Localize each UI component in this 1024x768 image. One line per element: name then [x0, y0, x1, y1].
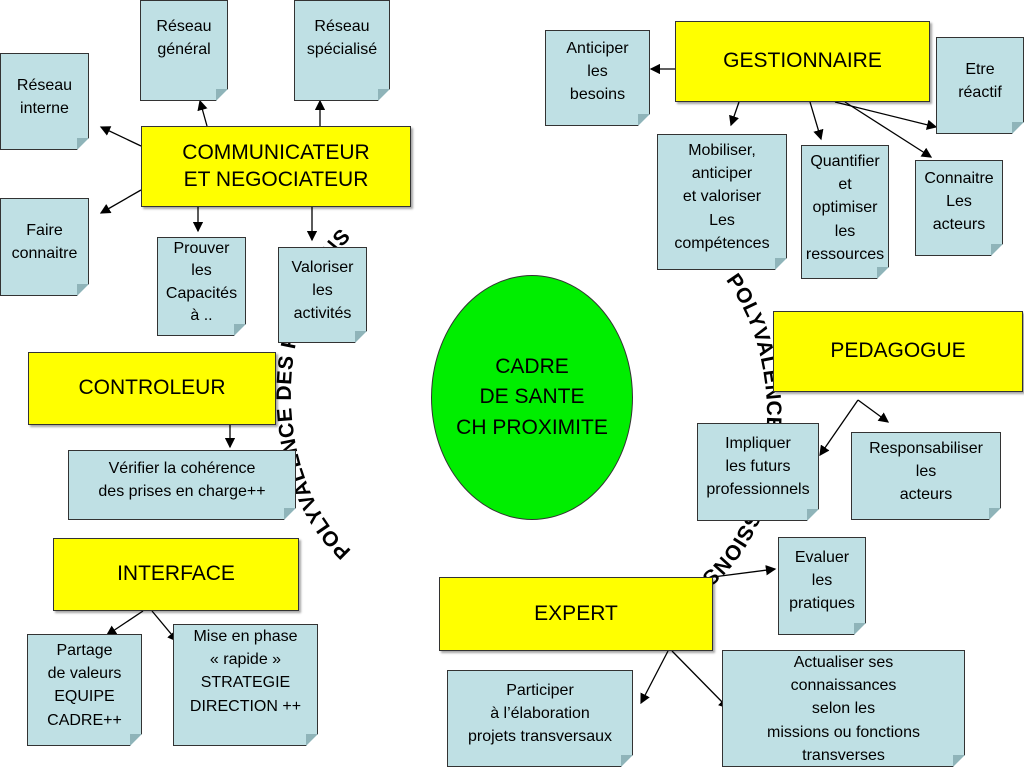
- arrow-expert-evaluer: [712, 565, 777, 578]
- arrow-expert-actualiser: [671, 650, 729, 709]
- note-reseau-specialise: Réseau spécialisé: [294, 0, 390, 101]
- note-quantifier-ressources: Quantifier et optimiser les ressources: [801, 145, 889, 279]
- note-participer-projets: Participer à l’élaboration projets trans…: [447, 670, 633, 767]
- arrow-interface-partage: [105, 610, 144, 636]
- arrow-pedagogue-impliquer: [819, 399, 859, 457]
- role-interface: INTERFACE: [53, 538, 299, 611]
- arrow-interface-mise-en-phase: [151, 610, 178, 642]
- arrow-expert-participer: [640, 650, 669, 705]
- note-prouver-capacites: Prouver les Capacités à ..: [157, 237, 246, 336]
- role-gestionnaire: GESTIONNAIRE: [675, 21, 930, 102]
- note-etre-reactif: Etre réactif: [936, 37, 1024, 134]
- arrow-gestionnaire-mobiliser: [729, 101, 740, 127]
- role-controleur: CONTROLEUR: [28, 352, 276, 425]
- note-connaitre-acteurs: Connaitre Les acteurs: [915, 160, 1003, 256]
- note-impliquer-professionnels: Impliquer les futurs professionnels: [697, 423, 819, 521]
- center-node-cadre-de-sante: CADRE DE SANTE CH PROXIMITE: [431, 275, 633, 520]
- arrow-communicateur-reseau-interne: [99, 126, 142, 147]
- note-reseau-general: Réseau général: [140, 0, 228, 101]
- arrow-gestionnaire-quantifier: [809, 101, 824, 141]
- note-anticiper-besoins: Anticiper les besoins: [545, 30, 650, 126]
- note-partage-valeurs: Partage de valeurs EQUIPE CADRE++: [27, 634, 142, 746]
- note-mise-en-phase: Mise en phase « rapide » STRATEGIE DIREC…: [173, 624, 318, 746]
- arrow-gestionnaire-connaitre: [844, 101, 933, 158]
- note-reseau-interne: Réseau interne: [0, 53, 89, 150]
- note-verifier-coherence: Vérifier la cohérence des prises en char…: [68, 450, 296, 520]
- note-actualiser-connaissances: Actualiser ses connaissances selon les m…: [722, 650, 965, 767]
- note-evaluer-pratiques: Evaluer les pratiques: [778, 537, 866, 635]
- arrow-communicateur-faire-connaitre: [99, 189, 142, 214]
- note-faire-connaitre: Faire connaitre: [0, 198, 89, 296]
- note-valoriser-activites: Valoriser les activités: [278, 247, 367, 343]
- role-pedagogue: PEDAGOGUE: [773, 311, 1023, 392]
- arrow-pedagogue-responsabiliser: [857, 399, 890, 423]
- arrow-communicateur-reseau-general: [197, 99, 208, 127]
- role-expert: EXPERT: [439, 577, 713, 651]
- note-responsabiliser-acteurs: Responsabiliser les acteurs: [851, 432, 1001, 520]
- note-mobiliser-competences: Mobiliser, anticiper et valoriser Les co…: [657, 134, 787, 270]
- role-communicateur: COMMUNICATEUR ET NEGOCIATEUR: [141, 126, 411, 207]
